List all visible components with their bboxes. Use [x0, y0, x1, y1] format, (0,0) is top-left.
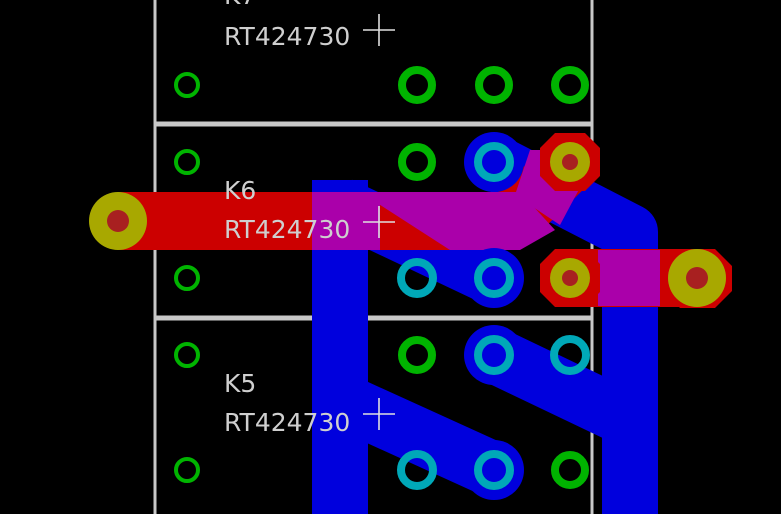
green-pads — [174, 66, 589, 489]
crosshair-icon — [363, 206, 395, 238]
green-pad-icon[interactable] — [174, 342, 200, 368]
crosshair-icon — [363, 398, 395, 430]
cyan-pad-icon[interactable] — [474, 258, 514, 298]
yellow-pad-icon[interactable] — [668, 249, 726, 307]
value-k5: RT424730 — [224, 408, 350, 437]
cyan-pads — [397, 142, 590, 490]
green-pad-icon[interactable] — [398, 66, 436, 104]
pad-bg-k6-r1c3 — [464, 132, 524, 192]
pad-bg-k5-r1c3 — [464, 325, 524, 385]
cyan-pad-icon[interactable] — [474, 335, 514, 375]
pad-bg-k5-r2c3 — [464, 440, 524, 500]
cyan-pad-icon[interactable] — [397, 450, 437, 490]
green-pad-icon[interactable] — [174, 149, 200, 175]
designator-k6: K6 — [224, 176, 256, 205]
designator-k7: K7 — [224, 0, 256, 10]
green-pad-icon[interactable] — [174, 457, 200, 483]
overlap-region-4 — [598, 250, 660, 306]
cyan-pad-icon[interactable] — [474, 142, 514, 182]
green-pad-icon[interactable] — [551, 451, 589, 489]
cyan-pad-icon[interactable] — [397, 258, 437, 298]
overlap-region-1 — [312, 192, 380, 250]
green-pad-icon[interactable] — [551, 66, 589, 104]
green-pad-icon[interactable] — [174, 72, 200, 98]
green-pad-icon[interactable] — [475, 66, 513, 104]
pad-bg-k6-r2c3 — [464, 248, 524, 308]
cyan-pad-icon[interactable] — [474, 450, 514, 490]
component-labels: K7 RT424730 K6 RT424730 K5 RT424730 — [224, 0, 350, 437]
yellow-pads — [89, 142, 726, 307]
component-outline-k7[interactable] — [153, 0, 594, 125]
cyan-pad-icon[interactable] — [550, 335, 590, 375]
green-pad-icon[interactable] — [398, 143, 436, 181]
designator-k5: K5 — [224, 369, 256, 398]
green-pad-icon[interactable] — [398, 336, 436, 374]
yellow-pad-icon[interactable] — [89, 192, 147, 250]
yellow-pad-icon[interactable] — [550, 142, 590, 182]
value-k6: RT424730 — [224, 215, 350, 244]
green-pad-icon[interactable] — [174, 265, 200, 291]
value-k7: RT424730 — [224, 22, 350, 51]
overlap-region-2 — [360, 192, 555, 250]
crosshair-icon — [363, 14, 395, 46]
origin-markers — [363, 14, 395, 430]
yellow-pad-icon[interactable] — [550, 258, 590, 298]
